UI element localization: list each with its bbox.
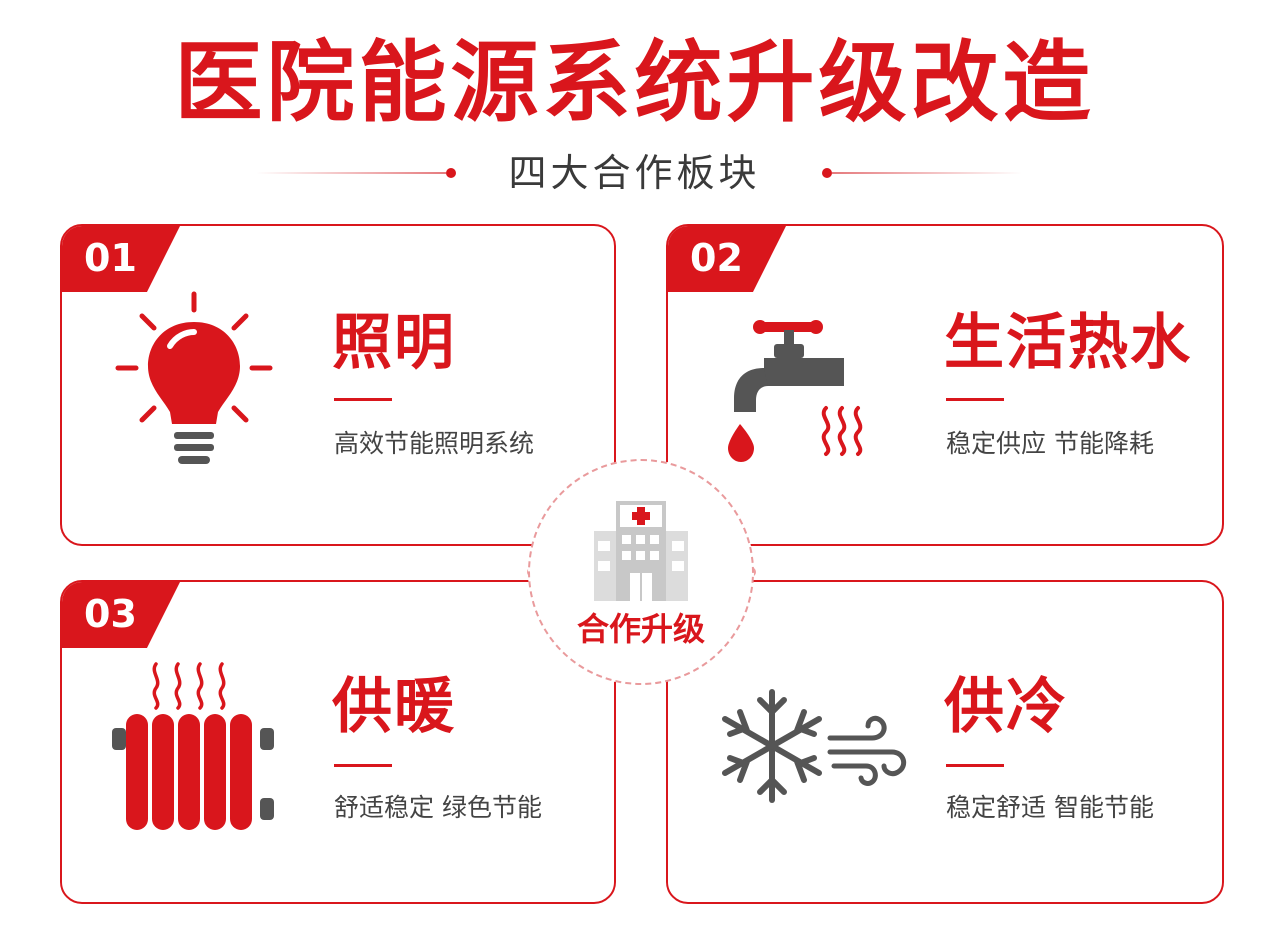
page-subtitle: 四大合作板块 <box>508 151 761 195</box>
center-hub: 合作升级 <box>528 459 754 685</box>
subtitle-dot-left <box>446 168 456 178</box>
card-number: 03 <box>84 592 137 636</box>
hospital-icon <box>594 501 688 601</box>
card-hot-water: 02 生活热水 稳定供应 节能降耗 <box>666 224 1224 546</box>
card-description: 舒适稳定 绿色节能 <box>334 793 542 822</box>
card-title: 供暖 <box>332 672 456 742</box>
center-label: 合作升级 <box>576 610 705 648</box>
card-description: 稳定供应 节能降耗 <box>946 429 1154 458</box>
card-lighting: 01 照明 高效节能照明系统 <box>60 224 616 546</box>
card-rule <box>946 398 1004 401</box>
card-rule <box>946 764 1004 767</box>
card-heating: 03 供暖 舒适稳定 绿色节能 <box>60 580 616 904</box>
card-number: 02 <box>690 236 743 280</box>
radiator-icon <box>112 662 274 830</box>
card-title: 生活热水 <box>944 308 1192 378</box>
card-description: 稳定舒适 智能节能 <box>946 793 1154 822</box>
subtitle-line-left <box>256 172 446 174</box>
card-title: 照明 <box>332 308 456 378</box>
card-rule <box>334 764 392 767</box>
snowflake-icon <box>722 689 907 803</box>
page-title: 医院能源系统升级改造 <box>174 31 1095 134</box>
faucet-icon <box>728 320 863 462</box>
card-description: 高效节能照明系统 <box>334 429 535 458</box>
card-rule <box>334 398 392 401</box>
card-cooling: 供冷 稳定舒适 智能节能 <box>666 580 1224 904</box>
light-bulb-icon <box>115 291 273 464</box>
card-title: 供冷 <box>944 672 1068 742</box>
card-number: 01 <box>84 236 137 280</box>
subtitle-line-right <box>832 172 1022 174</box>
subtitle-dot-right <box>822 168 832 178</box>
subtitle-row: 四大合作板块 <box>0 148 1269 198</box>
